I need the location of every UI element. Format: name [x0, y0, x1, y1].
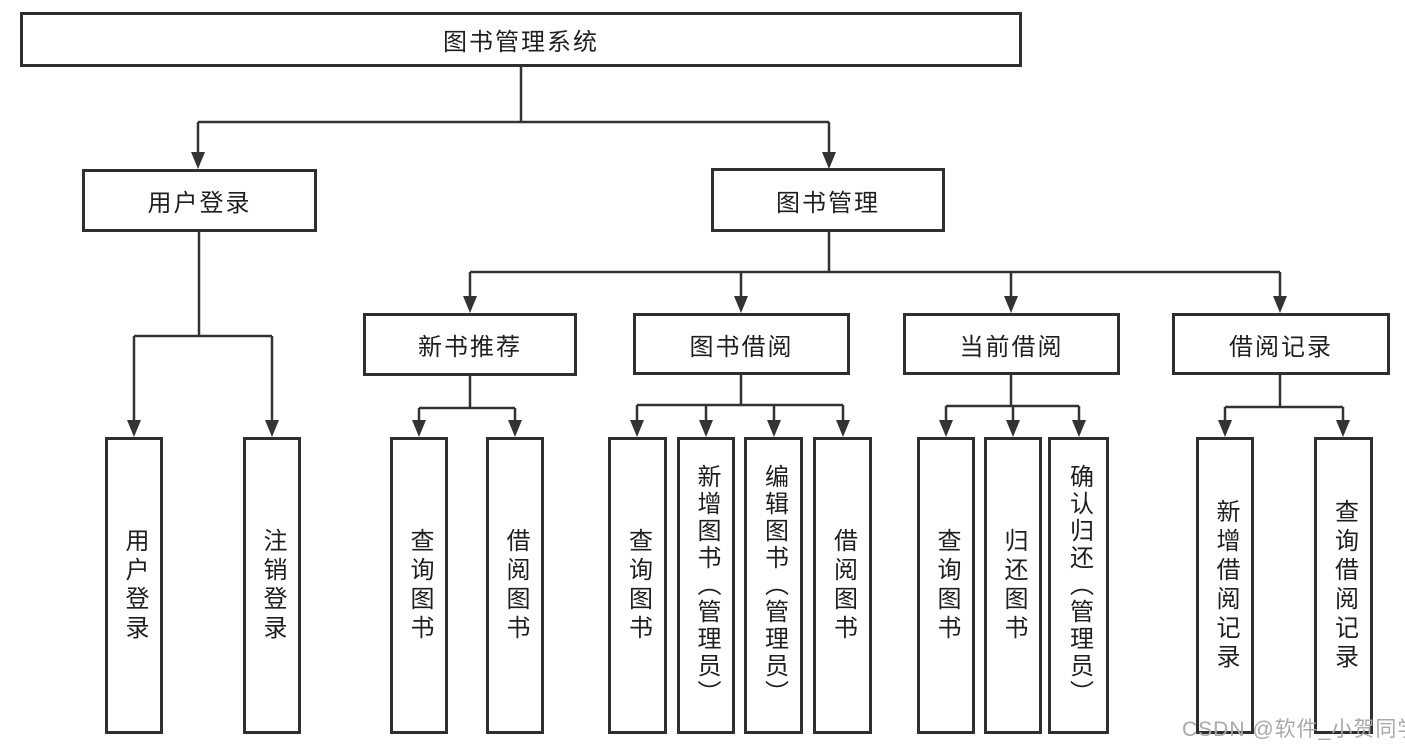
- node-label: 图书管理: [776, 189, 880, 217]
- leaf-label: 借阅图书: [502, 527, 529, 644]
- leaf-label: 查询图书: [624, 527, 652, 644]
- node-borrow-records: 借阅记录: [1172, 313, 1390, 375]
- edge-lines: [132, 67, 1345, 424]
- node-label: 当前借阅: [959, 333, 1064, 361]
- leaf-query-books-borrow: 查询图书: [608, 437, 667, 734]
- leaf-query-borrow-record: 查询借阅记录: [1314, 437, 1373, 734]
- node-book-management: 图书管理: [711, 168, 945, 232]
- leaf-label: 确认归还（管理员）: [1065, 464, 1093, 707]
- leaf-label: 查询图书: [406, 527, 433, 644]
- leaf-logout: 注销登录: [243, 437, 301, 734]
- leaf-label: 查询借阅记录: [1330, 498, 1358, 673]
- leaf-label: 注销登录: [259, 527, 286, 644]
- leaf-borrow-books-borrow: 借阅图书: [813, 437, 872, 734]
- leaf-add-book-admin: 新增图书（管理员）: [677, 437, 735, 734]
- leaf-confirm-return-admin: 确认归还（管理员）: [1048, 437, 1109, 734]
- leaf-query-books-newbook: 查询图书: [390, 437, 448, 734]
- leaf-edit-book-admin: 编辑图书（管理员）: [744, 437, 803, 734]
- node-label: 用户登录: [147, 190, 252, 217]
- leaf-user-login: 用户登录: [105, 437, 163, 734]
- leaf-label: 编辑图书（管理员）: [760, 464, 788, 707]
- leaf-query-books-current: 查询图书: [917, 437, 975, 734]
- leaf-label: 用户登录: [121, 527, 148, 644]
- leaf-label: 查询图书: [933, 527, 960, 644]
- node-root-system: 图书管理系统: [20, 12, 1022, 67]
- node-label: 新书推荐: [418, 334, 522, 361]
- leaf-return-book: 归还图书: [984, 437, 1042, 734]
- node-current-borrow: 当前借阅: [903, 313, 1120, 375]
- leaf-label: 新增图书（管理员）: [693, 464, 720, 707]
- node-label: 图书管理系统: [443, 29, 599, 56]
- node-new-book-recommend: 新书推荐: [363, 313, 577, 376]
- leaf-borrow-books-newbook: 借阅图书: [486, 437, 544, 734]
- node-user-login: 用户登录: [82, 169, 317, 232]
- watermark: CSDN @软件_小贺同学: [1182, 718, 1405, 741]
- leaf-label: 归还图书: [1000, 527, 1027, 644]
- node-label: 图书借阅: [689, 333, 794, 361]
- tree-edges: [127, 67, 1350, 437]
- leaf-label: 借阅图书: [829, 527, 857, 644]
- leaf-add-borrow-record: 新增借阅记录: [1196, 437, 1254, 734]
- node-book-borrow: 图书借阅: [633, 313, 850, 375]
- leaf-label: 新增借阅记录: [1212, 498, 1239, 673]
- node-label: 借阅记录: [1229, 333, 1333, 361]
